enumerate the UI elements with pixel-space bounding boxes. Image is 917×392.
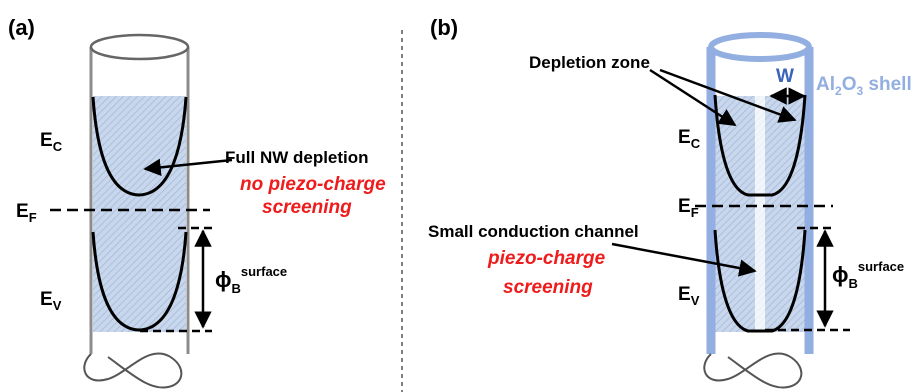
screening-line1: piezo-charge	[487, 248, 606, 269]
tube-break-b	[703, 352, 803, 389]
ev-label-b: EV	[678, 284, 700, 308]
full-depletion-arrow	[143, 158, 233, 177]
tube-top-a	[89, 33, 190, 61]
conduction-channel-label: Small conduction channel	[428, 222, 639, 241]
conduction-channel	[755, 96, 765, 332]
panel-a: (a) EC EF EV ϕBsurface Full NW depletion…	[8, 15, 386, 389]
conduction-band-a	[91, 96, 188, 197]
barrier-label-b: ϕBsurface	[832, 259, 904, 291]
no-screening-line1: no piezo-charge	[240, 174, 386, 195]
valence-band-b	[713, 229, 807, 333]
shell-label: Al2O3 shell	[816, 74, 912, 98]
screening-line2: screening	[503, 277, 593, 298]
ev-label-a: EV	[40, 289, 62, 313]
depletion-zone-label: Depletion zone	[529, 53, 650, 72]
depletion-arrow-right	[659, 68, 797, 123]
depletion-region-a	[93, 96, 186, 332]
depletion-arrow-left	[649, 68, 737, 127]
panel-b-label: (b)	[430, 15, 458, 40]
shell-top	[708, 32, 812, 62]
tube-break-a	[83, 352, 183, 389]
ec-label-b: EC	[678, 127, 701, 151]
nanowire-b	[703, 32, 814, 389]
barrier-label-a: ϕBsurface	[215, 264, 287, 296]
full-depletion-label: Full NW depletion	[225, 148, 369, 167]
ef-label-b: EF	[678, 196, 699, 220]
panel-b: (b) W Al2O3 shell Depletion zone EC	[428, 15, 912, 389]
ef-label-a: EF	[16, 201, 37, 225]
panel-a-label: (a)	[8, 15, 35, 40]
ec-label-a: EC	[40, 130, 63, 154]
conduction-band-b	[713, 94, 807, 197]
width-label: W	[776, 66, 794, 87]
no-screening-line2: screening	[262, 197, 352, 218]
nanowire-a	[83, 33, 190, 389]
channel-arrow	[611, 242, 757, 277]
valence-band-a	[91, 231, 188, 332]
